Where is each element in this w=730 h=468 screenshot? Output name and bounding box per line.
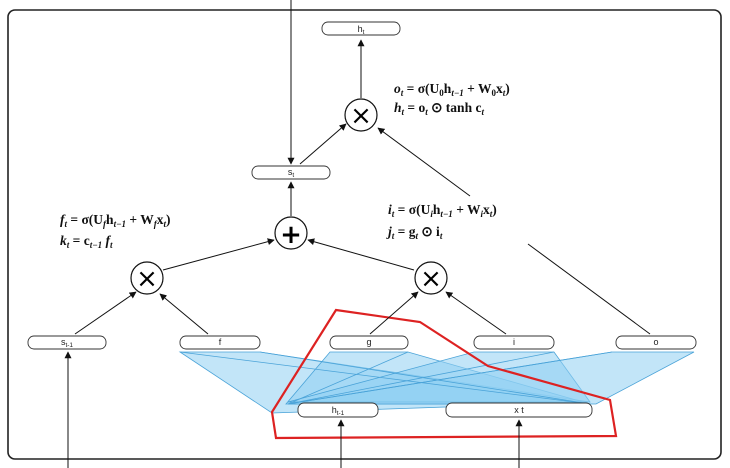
node-x-t: x t [445,402,593,418]
multiply-symbol: × [420,264,442,294]
node-s-t: st [251,165,331,180]
edge-i-to-rmul [445,291,507,335]
fan-line [179,351,591,405]
svg-text:o: o [653,337,658,347]
svg-text:ht-1: ht-1 [332,405,345,417]
node-h-t: ht [321,21,401,36]
edge-f-to-lmul [159,293,209,335]
edge-g-to-rmul [369,291,419,335]
multiply-symbol: × [350,101,372,131]
node-g: g [329,335,409,350]
edge-o-to-mul [377,127,471,197]
edge-rmul-to-plus [307,238,415,271]
svg-text:st-1: st-1 [61,337,73,349]
svg-text:g: g [366,337,371,347]
highlight-outline [270,308,618,440]
fan-line [287,351,555,405]
equation-input-product: jt = gt ⊙ it [386,224,443,241]
input-projection-fans [178,351,695,414]
equation-keep: kt = ct−1 ft [60,233,113,250]
node-o: o [615,335,697,350]
svg-text:f: f [219,337,222,347]
node-s-prev: st-1 [27,335,107,350]
plus-symbol: + [280,220,302,250]
equation-forget-gate: ft = σ(Ufht−1 + Wfxt) [60,212,171,229]
plus-node: + [274,216,308,250]
equation-hidden-state: ht = ot ⊙ tanh ct [394,100,484,117]
edge-sprev-to-lmul [74,291,137,335]
svg-text:i: i [513,337,515,347]
edge-st-to-mul [299,123,347,165]
node-i: i [473,335,555,350]
multiply-node-right: × [414,261,448,295]
edge-lmul-to-plus [162,238,275,271]
multiply-node-top: × [344,98,378,132]
node-h-prev: ht-1 [297,402,379,418]
svg-text:x t: x t [514,405,524,415]
multiply-node-left: × [130,261,164,295]
svg-text:ht: ht [358,24,365,36]
node-f: f [179,335,261,350]
svg-text:st: st [288,167,295,179]
edge-o-line [527,243,651,335]
multiply-symbol: × [136,264,158,294]
fan-line [287,351,613,405]
equation-input-gate: it = σ(Uiht−1 + Wixt) [388,202,497,219]
equation-output-gate: ot = σ(U0ht−1 + W0xt) [394,81,510,98]
fan-line [259,351,591,405]
fan-line [287,351,409,405]
